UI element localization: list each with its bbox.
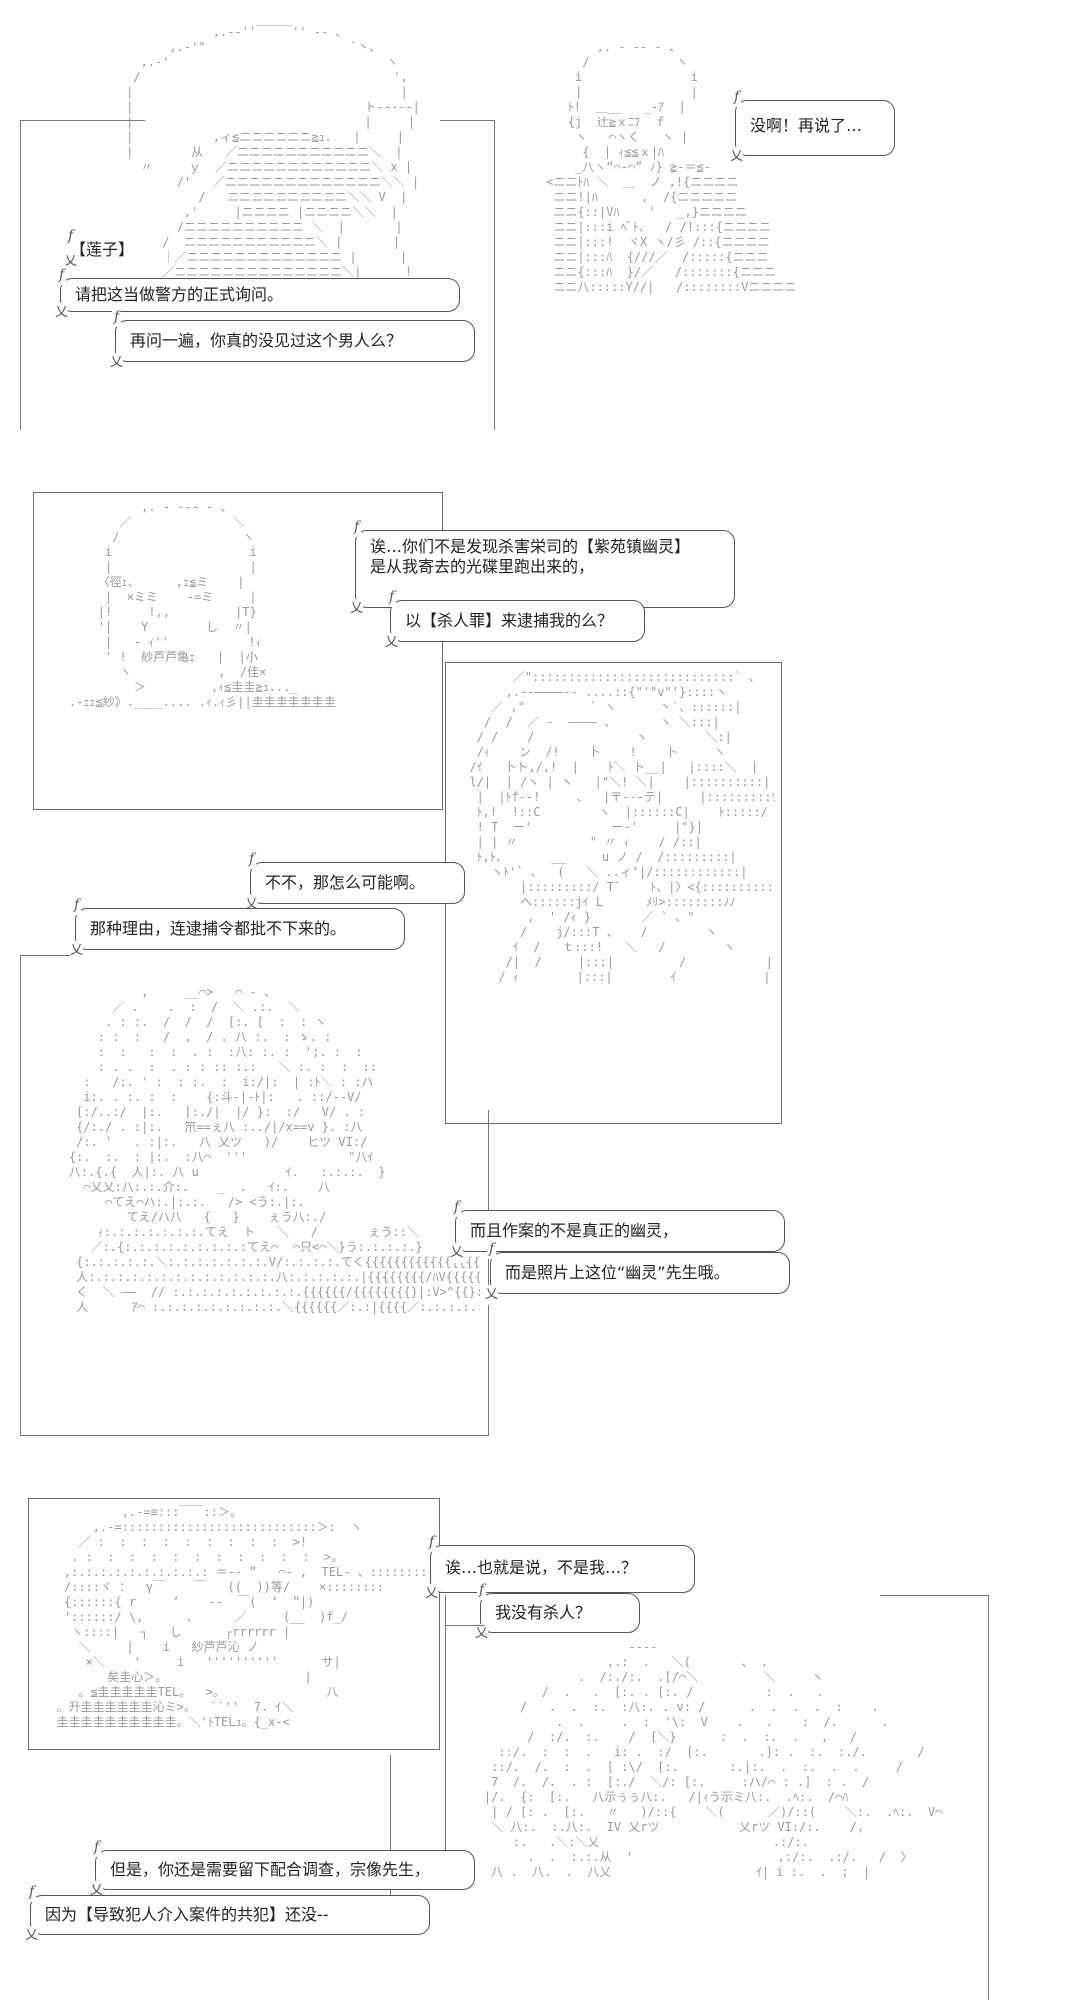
speech-bubble-3d: 因为【导致犯人介入案件的共犯】还没--: [25, 1882, 430, 1946]
ascii-art-man-sweating: ,. - ‐‐‐ - 、 ／ ＼ / ヽ i i | | 〈徑ｪ、 ,ｪ≦ミ |…: [68, 500, 336, 709]
speech-bubble-1a: 请把这当做警方的正式询问。: [55, 265, 460, 323]
frame-line: [20, 120, 145, 121]
frame-line: [494, 120, 495, 430]
frame-line: [445, 1625, 485, 1626]
panel-man-shocked: [28, 1498, 440, 1750]
speech-bubble-3c: 但是，你还是需要留下配合调查，宗像先生，: [90, 1837, 475, 1901]
frame-line: [390, 1755, 391, 1895]
frame-line: [488, 1110, 489, 1436]
speaker-tag: 【莲子】: [63, 226, 134, 272]
ascii-art-man-shocked: ,.-=≡:::￣￣::＞。 ,.-=:::::::::::::::::::::…: [56, 1505, 435, 1729]
ascii-art-long-hair-closeup: ---- ,.: . ＼( 、 . . /:./:. .[/⌒＼ ＼ ヽ / .…: [483, 1640, 943, 1879]
panel-woman: [445, 662, 782, 1124]
speech-bubble-2e: 而且作案的不是真正的幽灵，: [450, 1197, 785, 1263]
speech-bubble-2d: 那种理由，连逮捕令都批不下来的。: [70, 895, 405, 961]
speech-bubble-2b: 以【杀人罪】来逮捕我的么？: [385, 587, 645, 653]
frame-line: [988, 1595, 989, 2000]
ascii-art-bald-man: ,. - ‐‐ - 、 / ヽ i i | | ﾄ! ＿__ _-ｱ | {j …: [546, 40, 797, 294]
ascii-art-hat: ,.-‐''￣￣￣'' ‐- 、 ,.-'" `丶、 ,.-' ヽ / ', |…: [126, 25, 420, 294]
ascii-art-woman: ／"::::::::::::::::::::::::::::` 、 ,.-‐――…: [469, 670, 775, 984]
frame-line: [20, 120, 21, 430]
speech-bubble-2c: 不不，那怎么可能啊。: [245, 849, 465, 915]
frame-line: [20, 955, 21, 1435]
frame-line: [20, 955, 70, 956]
speech-bubble-1b: 再问一遍，你真的没见过这个男人么？: [110, 307, 475, 373]
ascii-art-long-hair: , __⌒> ⌒ - 、 ／ . . : / ＼ .:. ＼ . : :. / …: [68, 985, 480, 1314]
speech-bubble-2f: 而是照片上这位“幽灵”先生哦。: [485, 1239, 790, 1305]
frame-line: [880, 1595, 988, 1596]
speech-bubble-2a: 诶…你们不是发现杀害栄司的【紫苑镇幽灵】 是从我寄去的光碟里跑出来的，: [350, 517, 735, 619]
frame-line: [445, 1595, 446, 1855]
speech-bubble-3a: 诶…也就是说，不是我…？: [425, 1532, 695, 1604]
frame-line: [20, 1435, 488, 1436]
speech-bubble-1c: 没啊！再说了…: [730, 87, 895, 167]
frame-line: [440, 120, 495, 121]
speech-bubble-3b: 我没有杀人？: [475, 1580, 640, 1644]
